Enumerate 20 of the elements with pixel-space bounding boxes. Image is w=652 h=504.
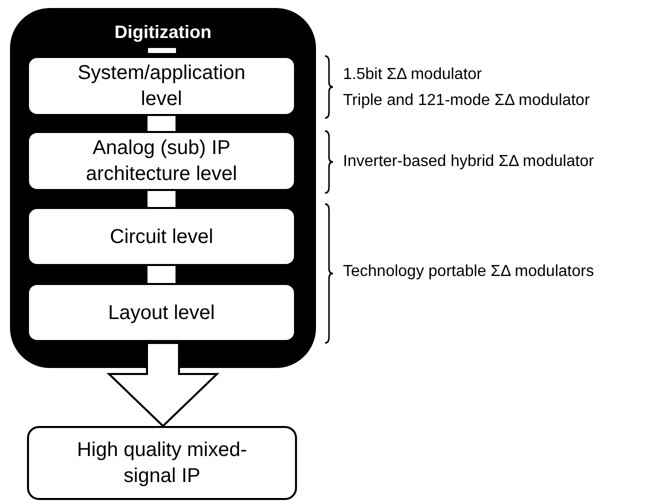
annotation-text: Triple and 121-mode ΣΔ modulator (343, 92, 590, 110)
annotation-text: 1.5bit ΣΔ modulator (343, 66, 482, 84)
level-box (27, 56, 296, 116)
panel-title: Digitization (114, 22, 212, 43)
connector-bar (148, 191, 176, 207)
connector-bar (148, 266, 176, 283)
level-box (27, 426, 297, 500)
annotation-text: Inverter-based hybrid ΣΔ modulator (343, 153, 594, 171)
box-label: Circuit level (110, 224, 214, 250)
connector-bar (148, 116, 176, 131)
annotation-text: Technology portable ΣΔ modulators (343, 263, 594, 281)
block-arrow (106, 342, 220, 428)
box-label: Layout level (108, 300, 215, 326)
level-box (27, 283, 296, 342)
box-label: High quality mixed-signal IP (76, 438, 248, 489)
group-panel (10, 8, 316, 368)
box-label: System/application level (76, 61, 246, 112)
level-box (27, 131, 296, 191)
box-label: Analog (sub) IP architecture level (84, 136, 238, 187)
level-box (27, 207, 296, 266)
